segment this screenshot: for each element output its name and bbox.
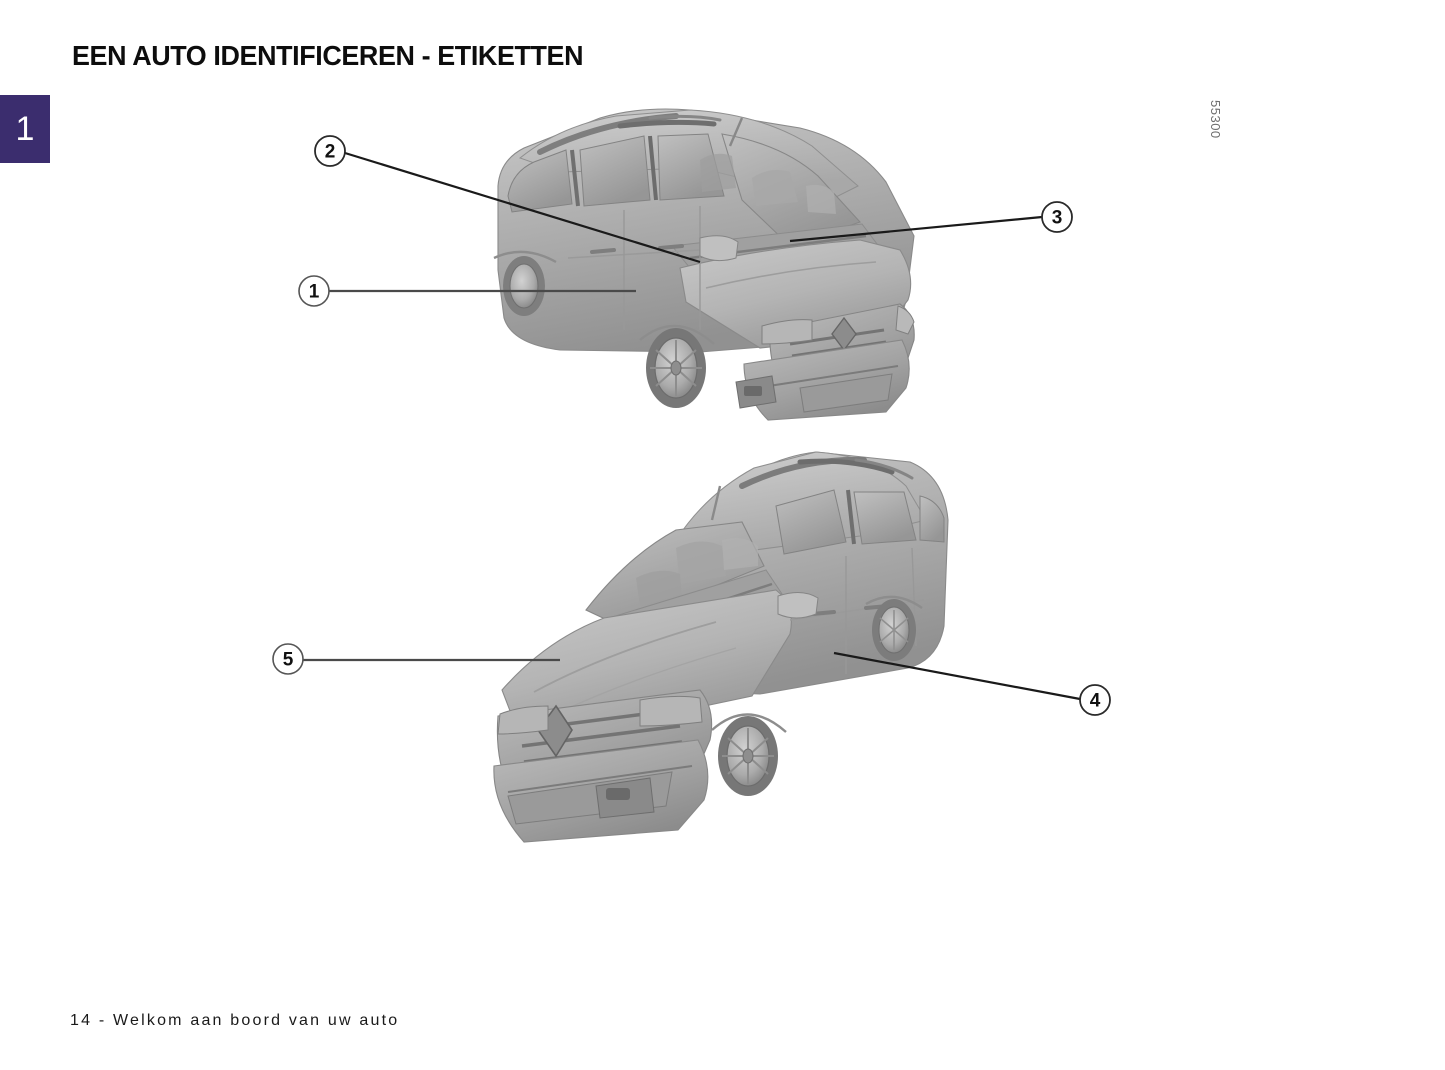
callout-markers: 2 1 3 5 4 [272,135,1111,716]
svg-text:5: 5 [283,650,294,671]
svg-text:3: 3 [1052,208,1063,229]
leader-line-3 [789,215,1043,243]
page-title: EEN AUTO IDENTIFICEREN - ETIKETTEN [72,40,584,71]
callout-marker-1[interactable]: 1 [298,275,330,307]
leader-line-4 [833,651,1081,701]
reference-code: 55300 [1208,100,1223,139]
callout-marker-2[interactable]: 2 [314,135,346,167]
leader-line-2 [344,151,701,264]
page-footer: 14 - Welkom aan boord van uw auto [70,1012,400,1029]
svg-text:1: 1 [309,282,320,303]
chapter-tab: 1 [0,95,50,163]
chapter-number: 1 [15,110,35,148]
svg-text:4: 4 [1090,691,1101,712]
svg-text:2: 2 [325,142,336,163]
callout-marker-3[interactable]: 3 [1041,201,1073,233]
callout-marker-5[interactable]: 5 [272,643,304,675]
vehicle-lower-illustration [493,451,949,843]
callout-leader-lines [302,151,1081,701]
vehicle-upper-illustration [493,108,915,421]
callout-marker-4[interactable]: 4 [1079,684,1111,716]
